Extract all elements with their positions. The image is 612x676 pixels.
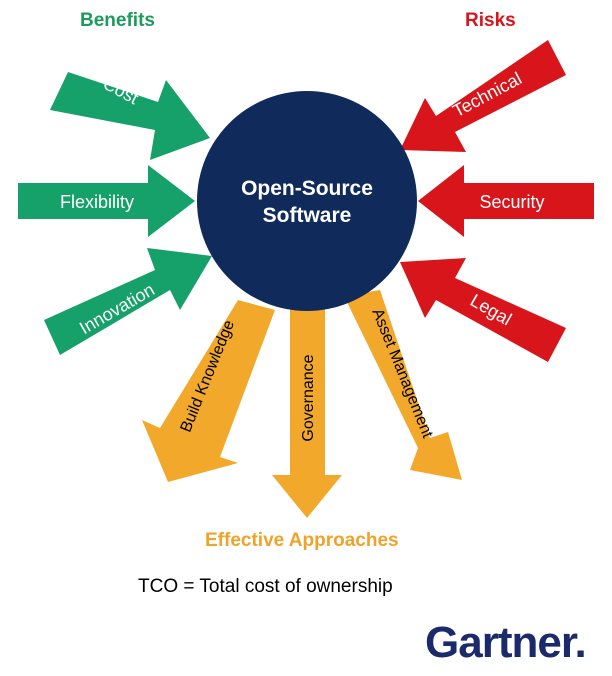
center-node: Open-Source Software (197, 91, 417, 311)
benefit-label-flexibility: Flexibility (60, 192, 134, 212)
center-label-line2: Software (263, 204, 352, 227)
approach-arrow-governance: Governance (272, 308, 342, 518)
footnote: TCO = Total cost of ownership (138, 576, 393, 597)
risk-arrow-legal: Legal (400, 258, 566, 362)
benefits-heading: Benefits (80, 10, 155, 31)
benefit-arrow-innovation: Innovation (44, 248, 212, 355)
benefit-arrow-cost: Cost (50, 72, 210, 160)
risks-heading: Risks (465, 10, 516, 31)
risk-arrow-technical: Technical (400, 40, 566, 152)
center-label-line1: Open-Source (241, 177, 373, 200)
gartner-logo: Gartner. (425, 618, 587, 667)
approaches-heading: Effective Approaches (205, 530, 399, 551)
approach-arrow-asset-management: Asset Management (344, 290, 462, 480)
benefit-arrow-flexibility: Flexibility (18, 165, 195, 237)
risk-label-security: Security (479, 192, 544, 212)
approach-label-governance: Governance (300, 354, 317, 441)
approach-label-asset-management: Asset Management (368, 306, 436, 441)
approach-arrow-build-knowledge: Build Knowledge (142, 300, 275, 482)
risk-arrow-security: Security (418, 165, 594, 237)
